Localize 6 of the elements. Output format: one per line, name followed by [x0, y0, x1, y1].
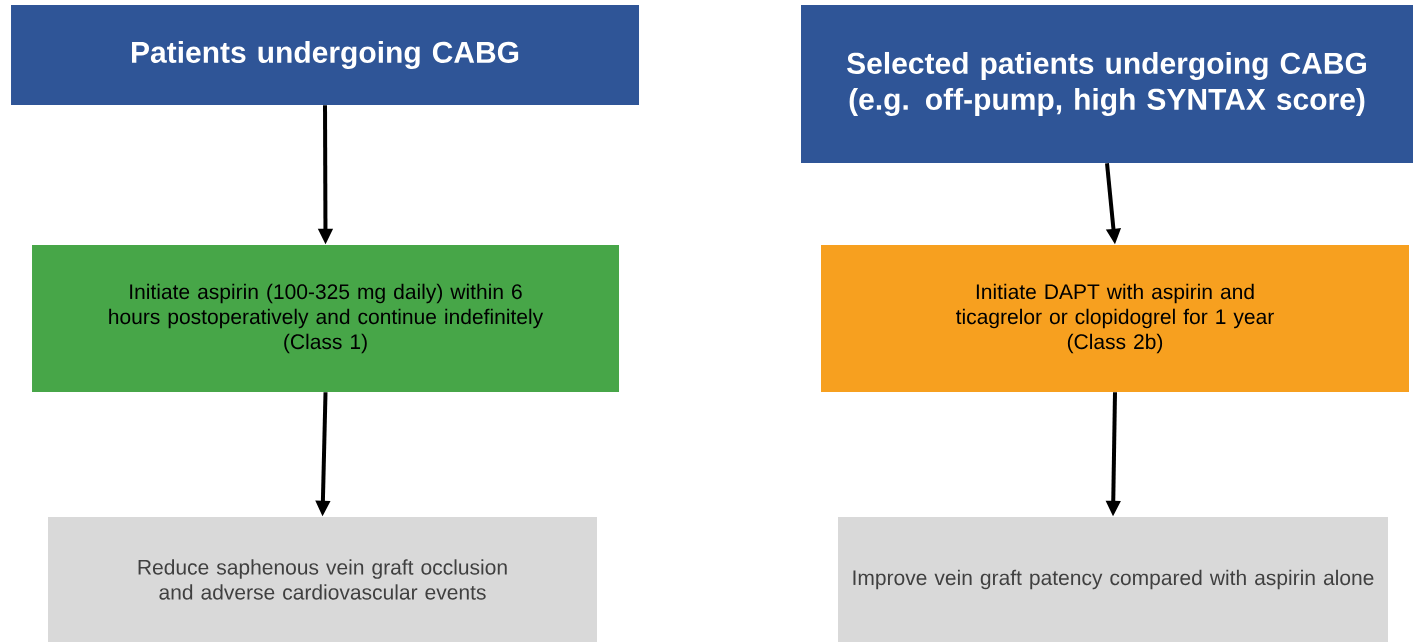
heading-box: Selected patients undergoing CABG (e.g. off-pump, high SYNTAX score)	[801, 5, 1413, 163]
process-box: Initiate aspirin (100-325 mg daily) within 6 hours postoperatively and continue indefinitely (Class 1)	[32, 245, 619, 392]
heading-box: Patients undergoing CABG	[11, 5, 639, 105]
process-box: Initiate DAPT with aspirin and ticagrelor or clopidogrel for 1 year (Class 2b)	[821, 245, 1409, 392]
outcome-box: Improve vein graft patency compared with aspirin alone	[838, 517, 1388, 642]
outcome-box: Reduce saphenous vein graft occlusion and adverse cardiovascular events	[48, 517, 597, 642]
